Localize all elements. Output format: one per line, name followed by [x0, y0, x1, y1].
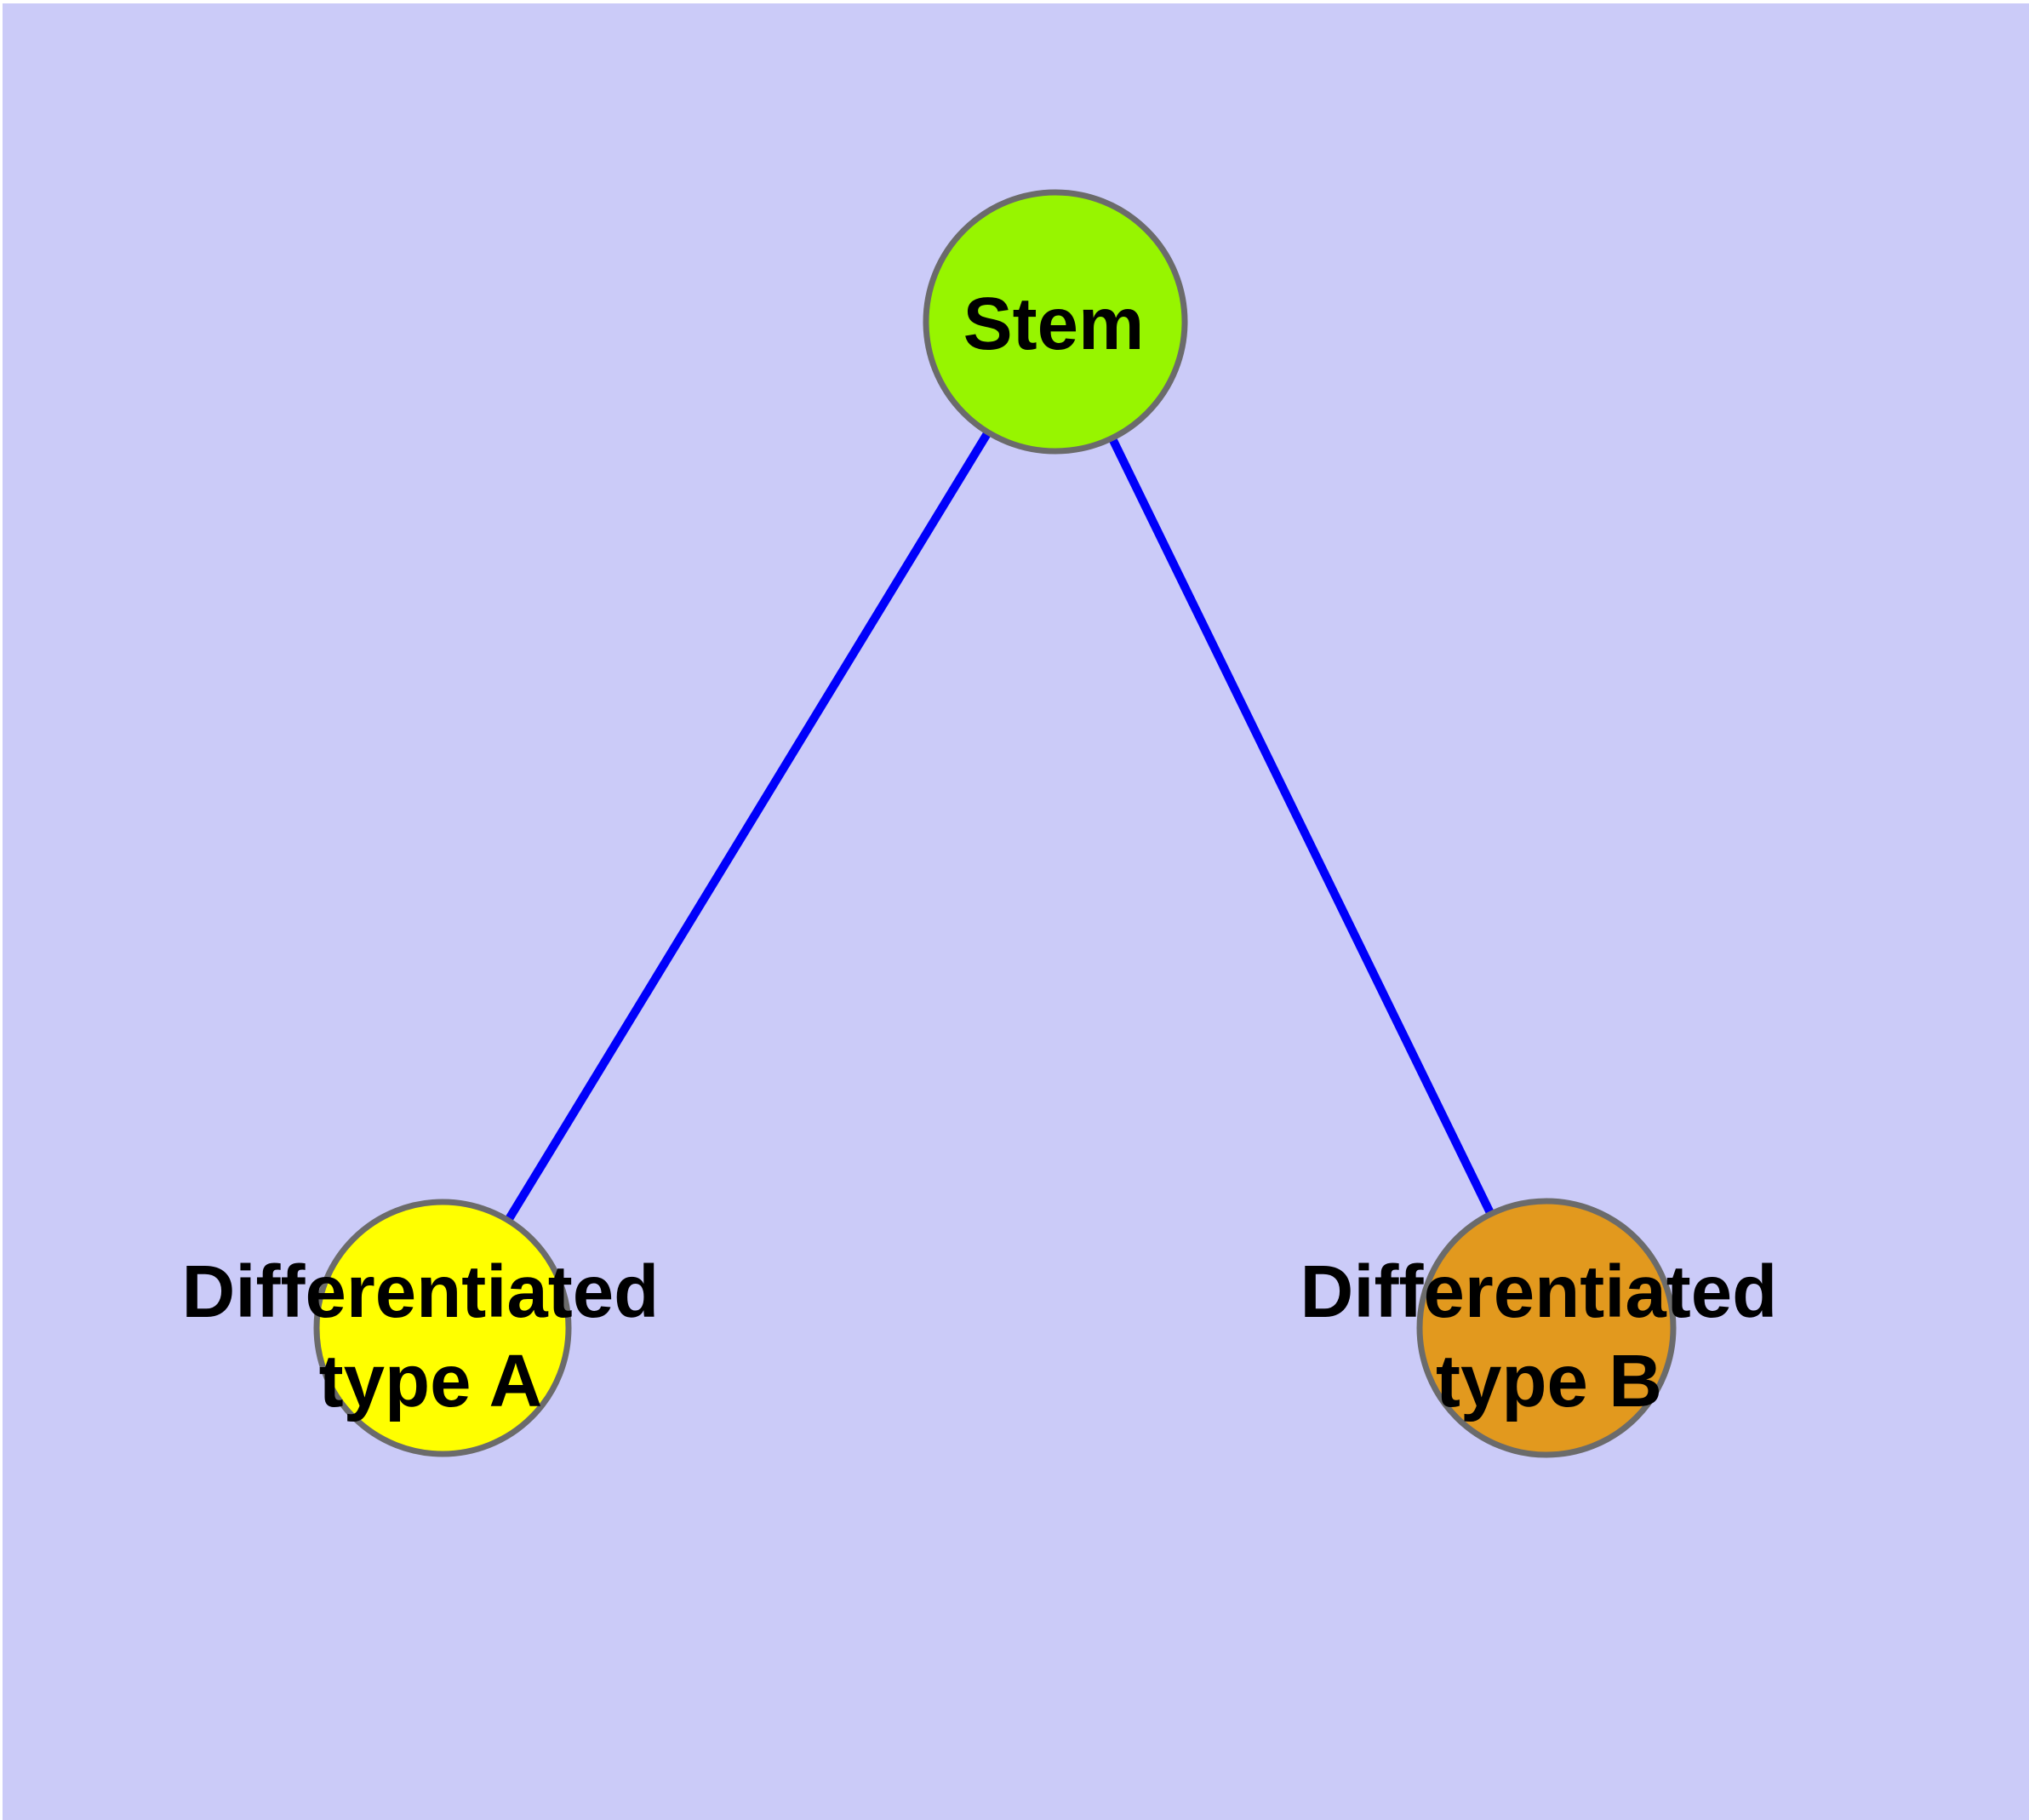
- type-b-label-line-2: type B: [1436, 1340, 1662, 1422]
- node-differentiated-type-a-circle: [313, 1199, 572, 1457]
- node-differentiated-type-b-label: Differentiated type B: [1300, 1251, 1798, 1422]
- edge-stem-to-type-b: [1051, 319, 1551, 1331]
- type-b-label-line-1: Differentiated: [1300, 1251, 1778, 1333]
- edge-stem-to-type-a: [438, 319, 1060, 1331]
- node-differentiated-type-b-circle: [1416, 1198, 1677, 1458]
- node-differentiated-type-a-label: Differentiated type A: [182, 1251, 680, 1422]
- type-a-label-line-1: Differentiated: [182, 1251, 660, 1333]
- node-stem-label: Stem: [963, 283, 1145, 365]
- type-a-label-line-2: type A: [319, 1340, 543, 1422]
- node-stem-circle: [923, 189, 1188, 455]
